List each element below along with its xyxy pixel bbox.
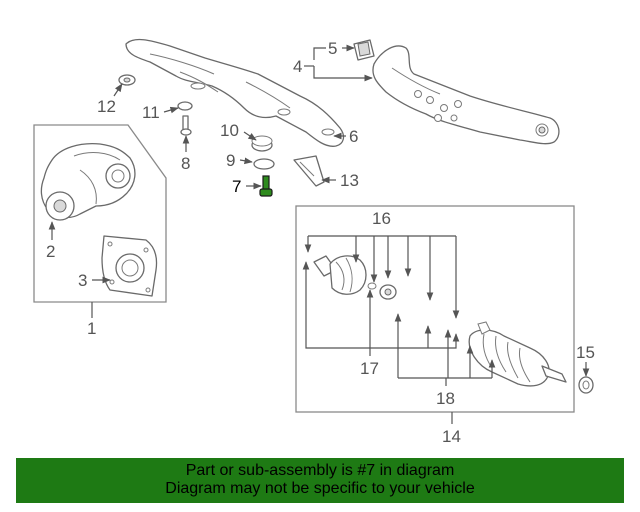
callout-15: 15 <box>576 343 595 362</box>
bracket-part <box>293 155 325 187</box>
callout-12: 12 <box>97 97 116 116</box>
differential-part <box>40 142 136 221</box>
callout-6: 6 <box>349 127 358 146</box>
parts-diagram: 1 2 3 4 5 6 7 8 9 10 11 12 13 14 15 16 1… <box>33 38 595 446</box>
notice-line-2: Diagram may not be specific to your vehi… <box>165 480 475 497</box>
callout-9: 9 <box>226 151 235 170</box>
callout-4: 4 <box>293 57 302 76</box>
washer-part <box>118 74 136 86</box>
axle-shaft-box <box>295 205 575 413</box>
crossmember-part <box>125 38 345 147</box>
cap-part <box>578 376 594 394</box>
callout-7: 7 <box>232 177 241 196</box>
bushing-part <box>353 39 375 61</box>
leader-lines <box>48 44 590 424</box>
callout-18: 18 <box>436 389 455 408</box>
highlighted-bolt-part <box>259 175 273 197</box>
outer-joint-part <box>468 321 567 387</box>
notice-line-1: Part or sub-assembly is #7 in diagram <box>185 462 455 479</box>
callout-3: 3 <box>78 271 87 290</box>
callout-16: 16 <box>372 209 391 228</box>
mount-part <box>251 135 273 152</box>
bolt-part <box>177 101 193 136</box>
differential-box <box>33 124 167 303</box>
callout-1: 1 <box>87 319 96 338</box>
callout-14: 14 <box>442 427 461 446</box>
o-ring-part <box>253 158 275 170</box>
callout-17: 17 <box>360 359 379 378</box>
cover-part <box>101 235 158 297</box>
notice-banner: Part or sub-assembly is #7 in diagram Di… <box>16 458 624 503</box>
inner-joint-part <box>313 255 397 300</box>
callout-labels: 1 2 3 4 5 6 7 8 9 10 11 12 13 14 15 16 1… <box>46 39 595 446</box>
crossmember-assembly-part <box>372 45 560 145</box>
callout-13: 13 <box>340 171 359 190</box>
callout-10: 10 <box>220 121 239 140</box>
callout-8: 8 <box>181 154 190 173</box>
callout-11: 11 <box>142 103 160 122</box>
callout-2: 2 <box>46 242 55 261</box>
callout-5: 5 <box>328 39 337 58</box>
